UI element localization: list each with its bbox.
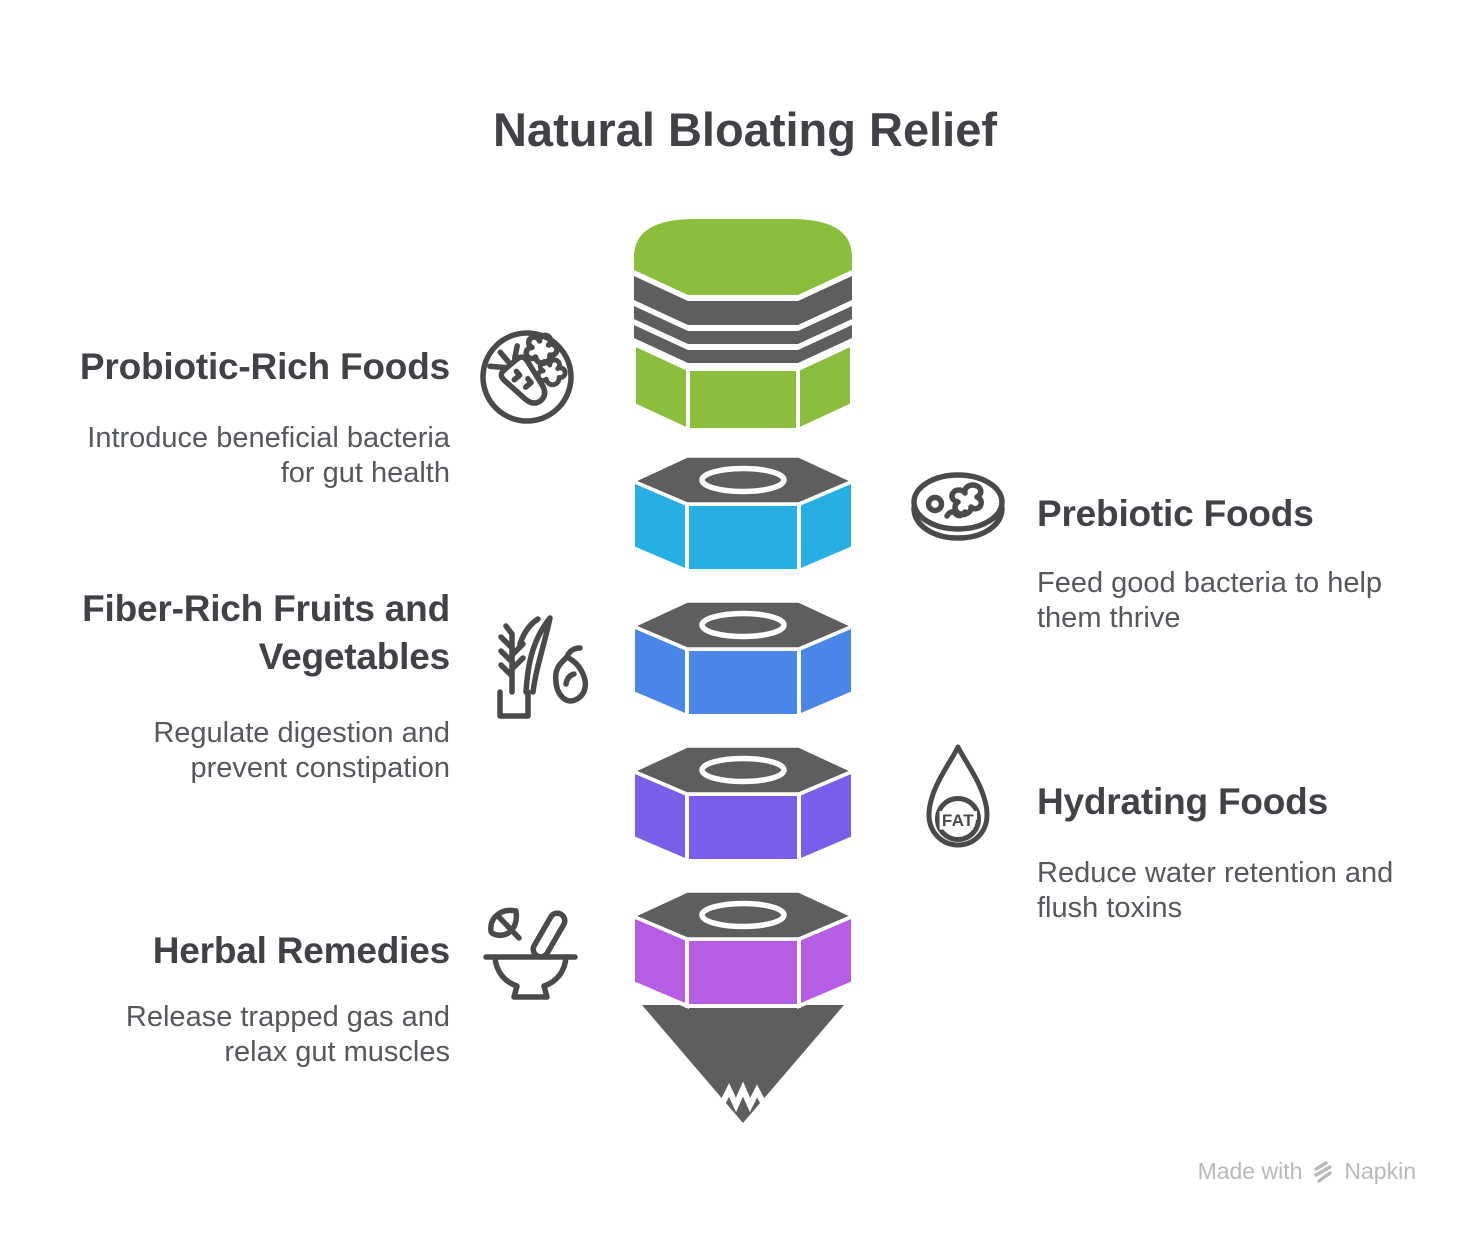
watermark-brand: Napkin — [1344, 1158, 1416, 1184]
funnel-segment-herbal — [629, 889, 857, 1010]
watermark: Made with Napkin — [1198, 1158, 1416, 1185]
water-drop-icon: FAT — [926, 744, 990, 848]
fat-label: FAT — [942, 811, 974, 830]
watermark-prefix: Made with — [1197, 1158, 1303, 1184]
funnel-segment-probiotic — [632, 219, 854, 434]
petri-dish-icon — [911, 472, 1005, 541]
tip-break-line — [719, 1081, 767, 1113]
item-prebiotic-title: Prebiotic Foods — [1037, 493, 1314, 534]
item-herbal-desc: Release trapped gas and relax gut muscle… — [125, 1001, 450, 1068]
item-probiotic-title: Probiotic-Rich Foods — [79, 346, 450, 387]
item-hydrating-title: Hydrating Foods — [1037, 781, 1328, 822]
pencil-funnel-diagram — [629, 219, 857, 1123]
item-hydrating-desc: Reduce water retention and flush toxins — [1037, 857, 1394, 924]
item-fiber-desc: Regulate digestion and prevent constipat… — [153, 717, 450, 784]
item-prebiotic-desc: Feed good bacteria to help them thrive — [1037, 567, 1383, 634]
item-fiber-title: Fiber-Rich Fruits and Vegetables — [82, 588, 450, 677]
item-herbal-title: Herbal Remedies — [152, 930, 450, 971]
napkin-logo-icon — [1314, 1160, 1333, 1183]
mortar-pestle-icon — [483, 907, 578, 1000]
item-probiotic-desc: Introduce beneficial bacteria for gut he… — [87, 422, 450, 489]
funnel-segment-prebiotic — [629, 454, 857, 575]
carrot-vegetables-icon — [480, 330, 574, 424]
plants-icon — [497, 615, 589, 719]
page-title: Natural Bloating Relief — [492, 103, 997, 156]
funnel-tip-cone — [642, 1005, 844, 1123]
funnel-segment-hydrating — [629, 744, 857, 865]
funnel-segment-fiber — [629, 599, 857, 720]
